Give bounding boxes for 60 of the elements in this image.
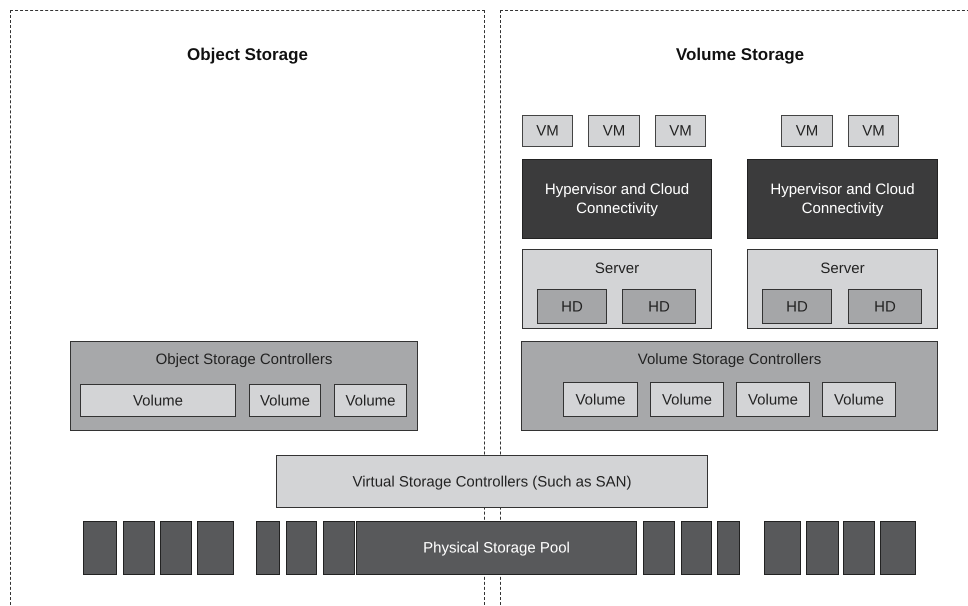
- vm-box: [522, 115, 573, 147]
- pool-label: Physical Storage Pool: [422, 538, 571, 558]
- disk-block: [323, 521, 355, 575]
- controller-box: [276, 455, 708, 508]
- vm-box: [781, 115, 833, 147]
- disk-label: HD: [785, 297, 809, 316]
- server-title: Server: [819, 259, 866, 278]
- hypervisor-label: Hypervisor and Cloud Connectivity: [544, 180, 690, 218]
- volume-label: Volume: [344, 391, 397, 410]
- vm-box: [588, 115, 640, 147]
- volume-label: Volume: [258, 391, 312, 410]
- hypervisor-box: [747, 159, 938, 239]
- disk-block: [643, 521, 675, 575]
- vm-label: VM: [794, 122, 820, 140]
- vm-box: [848, 115, 899, 147]
- disk-block: [806, 521, 839, 575]
- volume-label: Volume: [132, 391, 184, 410]
- volume-label: Volume: [832, 390, 886, 409]
- volume-box: [736, 382, 810, 417]
- vm-label: VM: [535, 122, 560, 140]
- vm-label: VM: [861, 122, 886, 140]
- storage-pool-bar: [356, 521, 637, 575]
- region-title: Volume Storage: [674, 45, 806, 64]
- volume-label: Volume: [660, 390, 714, 409]
- server-panel: [747, 249, 938, 329]
- volume-label: Volume: [746, 390, 800, 409]
- controller-label: Virtual Storage Controllers (Such as SAN): [351, 472, 632, 491]
- vm-label: VM: [602, 122, 626, 140]
- volume-box: [334, 384, 407, 417]
- disk-block: [764, 521, 801, 575]
- panel-title: Object Storage Controllers: [154, 350, 334, 369]
- disk-block: [256, 521, 280, 575]
- controller-panel: [521, 341, 938, 431]
- disk-block: [197, 521, 234, 575]
- disk-label: HD: [647, 297, 671, 316]
- volume-label: Volume: [574, 390, 627, 409]
- server-panel: [522, 249, 712, 329]
- disk-block: [83, 521, 117, 575]
- region-title: Object Storage: [186, 45, 309, 64]
- volume-box: [80, 384, 236, 417]
- volume-box: [249, 384, 321, 417]
- vm-label: VM: [668, 122, 693, 140]
- volume-box: [650, 382, 724, 417]
- disk-block: [160, 521, 192, 575]
- disk-block: [880, 521, 916, 575]
- disk-block: [681, 521, 712, 575]
- disk-block: [286, 521, 317, 575]
- disk-label: HD: [873, 297, 897, 316]
- hypervisor-box: [522, 159, 712, 239]
- disk-block: [717, 521, 740, 575]
- volume-box: [563, 382, 638, 417]
- vm-box: [655, 115, 706, 147]
- panel-title: Volume Storage Controllers: [636, 350, 822, 369]
- controller-panel: [70, 341, 418, 431]
- disk-label: HD: [560, 297, 584, 316]
- hypervisor-label: Hypervisor and Cloud Connectivity: [769, 180, 916, 218]
- volume-box: [822, 382, 896, 417]
- disk-block: [843, 521, 875, 575]
- disk-block: [123, 521, 155, 575]
- server-title: Server: [594, 259, 640, 278]
